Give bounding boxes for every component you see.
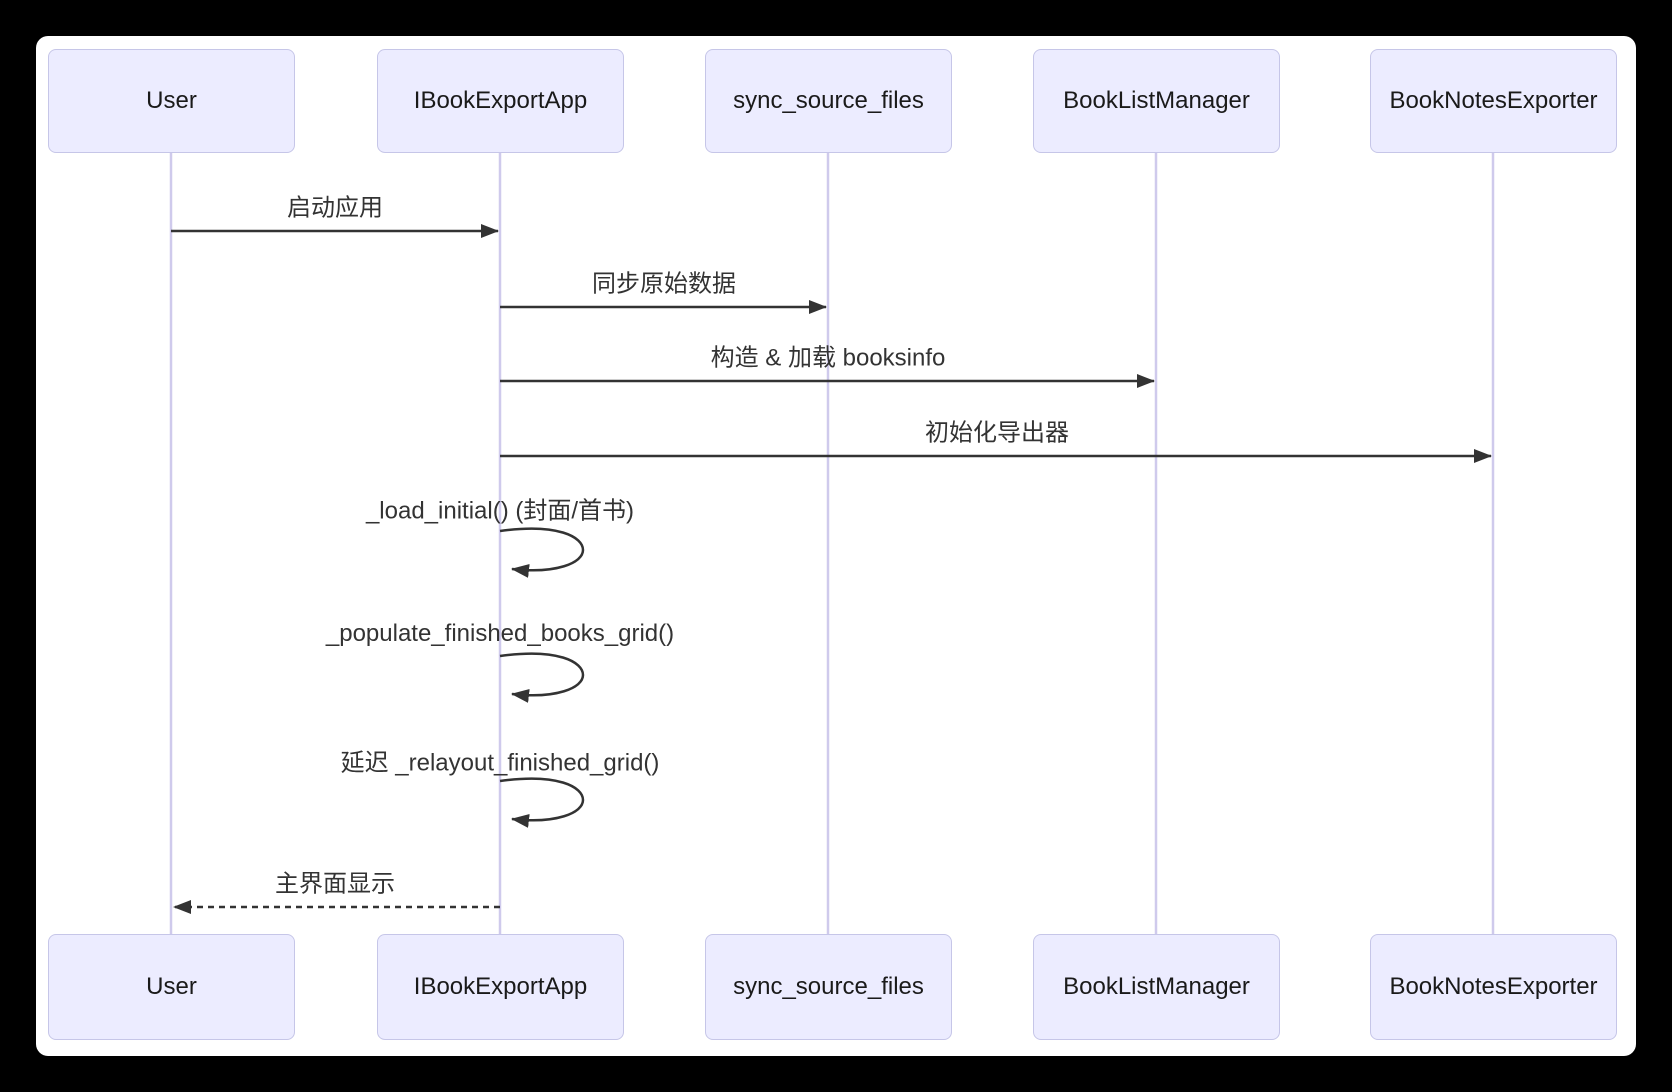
actor-box-ibookexportapp-bottom: IBookExportApp: [377, 934, 624, 1040]
message-label-relayout-grid: 延迟 _relayout_finished_grid(): [340, 749, 660, 777]
actor-label: IBookExportApp: [413, 973, 588, 1000]
actor-box-user-top: User: [48, 49, 295, 153]
actor-label: sync_source_files: [733, 87, 924, 114]
message-label-show-main-ui: 主界面显示: [275, 870, 395, 898]
self-loop-populate-grid: [499, 652, 585, 703]
message-arrows: [171, 224, 1492, 914]
diagram-lines-layer: [169, 153, 1495, 934]
actor-label: BookNotesExporter: [1389, 87, 1598, 114]
actor-box-user-bottom: User: [48, 934, 295, 1040]
lifelines: [169, 153, 1495, 934]
actor-label: BookListManager: [1063, 87, 1250, 114]
actor-box-ibookexportapp-top: IBookExportApp: [377, 49, 624, 153]
message-label-start-app: 启动应用: [287, 194, 383, 222]
sequence-diagram-canvas: User IBookExportApp sync_source_files Bo…: [36, 36, 1636, 1056]
actor-label: User: [146, 87, 197, 114]
self-loop-relayout-grid: [499, 777, 585, 828]
actor-label: IBookExportApp: [413, 87, 588, 114]
actor-label: BookListManager: [1063, 973, 1250, 1000]
actor-box-booklistmanager-top: BookListManager: [1033, 49, 1280, 153]
message-label-sync-data: 同步原始数据: [592, 270, 736, 298]
actor-label: BookNotesExporter: [1389, 973, 1598, 1000]
message-label-init-exporter: 初始化导出器: [925, 419, 1069, 447]
message-label-populate-grid: _populate_finished_books_grid(): [325, 620, 675, 647]
actor-box-booknotesexporter-bottom: BookNotesExporter: [1370, 934, 1617, 1040]
self-loop-load-initial: [499, 527, 585, 578]
message-label-load-initial: _load_initial() (封面/首书): [365, 497, 635, 525]
actor-box-sync-source-files-top: sync_source_files: [705, 49, 952, 153]
actor-label: sync_source_files: [733, 973, 924, 1000]
actor-box-booknotesexporter-top: BookNotesExporter: [1370, 49, 1617, 153]
actor-label: User: [146, 973, 197, 1000]
actor-box-sync-source-files-bottom: sync_source_files: [705, 934, 952, 1040]
message-label-load-booksinfo: 构造 & 加载 booksinfo: [710, 344, 946, 372]
actor-box-booklistmanager-bottom: BookListManager: [1033, 934, 1280, 1040]
